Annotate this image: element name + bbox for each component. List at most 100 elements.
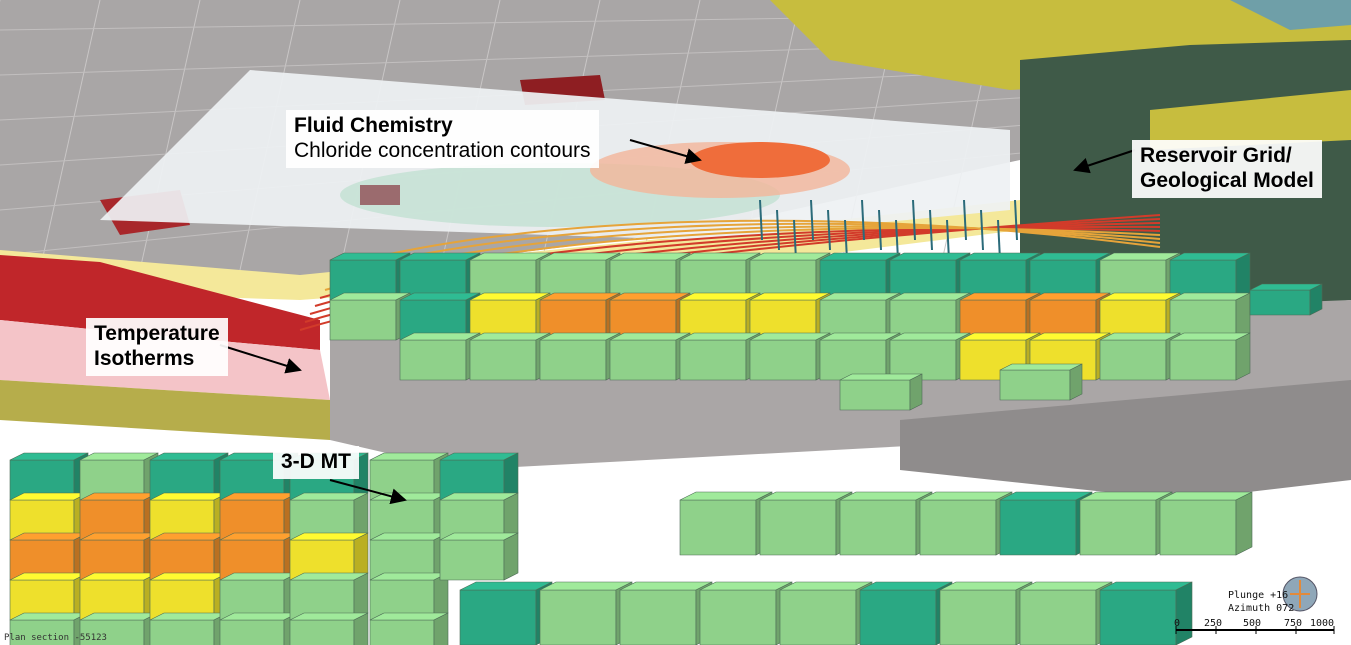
mt-block (699, 581, 793, 645)
red-geology-layer (0, 255, 320, 350)
mt-block (289, 532, 369, 581)
orientation-axes-icon (1290, 580, 1310, 608)
mt-block (9, 492, 89, 541)
mt-block (289, 612, 369, 645)
mt-block-side (1069, 363, 1083, 401)
azimuth-readout: Azimuth 072 (1228, 603, 1295, 614)
scale-tick-label: 0 (1174, 618, 1181, 629)
mt-block (329, 292, 411, 341)
mt-block (1099, 292, 1181, 341)
temperature-line2: Isotherms (94, 346, 195, 370)
mt-block-model (9, 252, 1323, 645)
mt-block-front (839, 379, 911, 411)
scale-tick-label: 1000 (1310, 618, 1335, 629)
plan-section-readout: Plan section -55123 (4, 633, 107, 643)
temperature-line1: Temperature (94, 322, 220, 345)
mt-block-front (539, 589, 617, 645)
fluid-chemistry-label: Fluid Chemistry Chloride concentration c… (286, 110, 599, 168)
mt-block-front (369, 619, 435, 645)
mt-block-front (539, 339, 607, 381)
mt-block-front (919, 499, 997, 556)
mt-block-side (353, 612, 369, 645)
dark-gray-grid (900, 380, 1351, 500)
well-trace (759, 199, 763, 241)
view-controls (1175, 576, 1335, 634)
mt-block (399, 332, 481, 381)
mt-block-front (1099, 589, 1177, 645)
mt-block-front (1079, 499, 1157, 556)
mt-block (1079, 491, 1173, 556)
mt-block (369, 612, 449, 645)
mt-block-front (1249, 289, 1311, 316)
scale-tick-label: 500 (1243, 618, 1262, 629)
mt-block-top (999, 363, 1083, 371)
mt-block (1169, 292, 1251, 341)
mt-block (999, 363, 1083, 401)
mt-block (149, 612, 229, 645)
mt-block-front (459, 589, 537, 645)
mt-block-front (289, 619, 355, 645)
mt-block (819, 332, 901, 381)
mt-block (469, 332, 551, 381)
mt-block (369, 572, 449, 621)
mt-block-front (699, 589, 777, 645)
mt-block (539, 292, 621, 341)
mt-block (469, 292, 551, 341)
mt-block (289, 492, 369, 541)
reservoir-grid-line1: Reservoir Grid/ (1140, 144, 1292, 167)
mt-block-front (149, 619, 215, 645)
mt-block (1099, 581, 1193, 645)
well-trace (827, 209, 831, 251)
mt-block-top (839, 373, 923, 381)
mt-block (939, 581, 1033, 645)
well-trace (1014, 199, 1018, 241)
mt-block-side (1175, 581, 1193, 645)
olive-geology-lower (0, 380, 330, 440)
mt-block (779, 581, 873, 645)
mt-block-front (219, 619, 285, 645)
mt-block (889, 332, 971, 381)
olive-band-right (1150, 90, 1351, 150)
mt-block-front (939, 589, 1017, 645)
callout-arrows (219, 139, 1136, 505)
mt-block-front (999, 369, 1071, 401)
mt-block-front (1159, 499, 1237, 556)
mt-block-side (503, 532, 519, 581)
mt-block (1099, 332, 1181, 381)
well-trace (963, 199, 967, 241)
mt-block (1169, 332, 1251, 381)
temperature-isotherms-label: Temperature Isotherms (86, 318, 228, 376)
mt-block-front (439, 539, 505, 581)
mt-block (539, 581, 633, 645)
reservoir-grid-line2: Geological Model (1140, 168, 1314, 192)
mt-block (459, 581, 553, 645)
mt-block-side (909, 373, 923, 411)
mt-block-front (839, 499, 917, 556)
mt-block-front (1099, 339, 1167, 381)
mt-block (469, 252, 551, 301)
fluid-chemistry-subtitle: Chloride concentration contours (294, 138, 591, 162)
mt-block-front (619, 589, 697, 645)
mt-block-front (609, 339, 677, 381)
mt-block-front (749, 339, 817, 381)
mt-block (539, 332, 621, 381)
mt-block (859, 581, 953, 645)
mt-block-front (999, 499, 1077, 556)
mt-block-front (779, 589, 857, 645)
mt-label-text: 3-D MT (281, 450, 351, 473)
mt-block (679, 332, 761, 381)
mt-block (749, 332, 831, 381)
scale-tick-label: 250 (1204, 618, 1223, 629)
temperature-isotherm-arrow (219, 344, 302, 374)
mt-block-side (433, 612, 449, 645)
mt-block (439, 452, 519, 501)
well-trace (912, 199, 916, 241)
well-trace (929, 209, 933, 251)
mt-block-front (399, 339, 467, 381)
mt-block (1019, 581, 1113, 645)
contour-marker (360, 185, 400, 205)
mt-block-front (1019, 589, 1097, 645)
mt-block (619, 581, 713, 645)
mt-block-side (1309, 283, 1323, 316)
